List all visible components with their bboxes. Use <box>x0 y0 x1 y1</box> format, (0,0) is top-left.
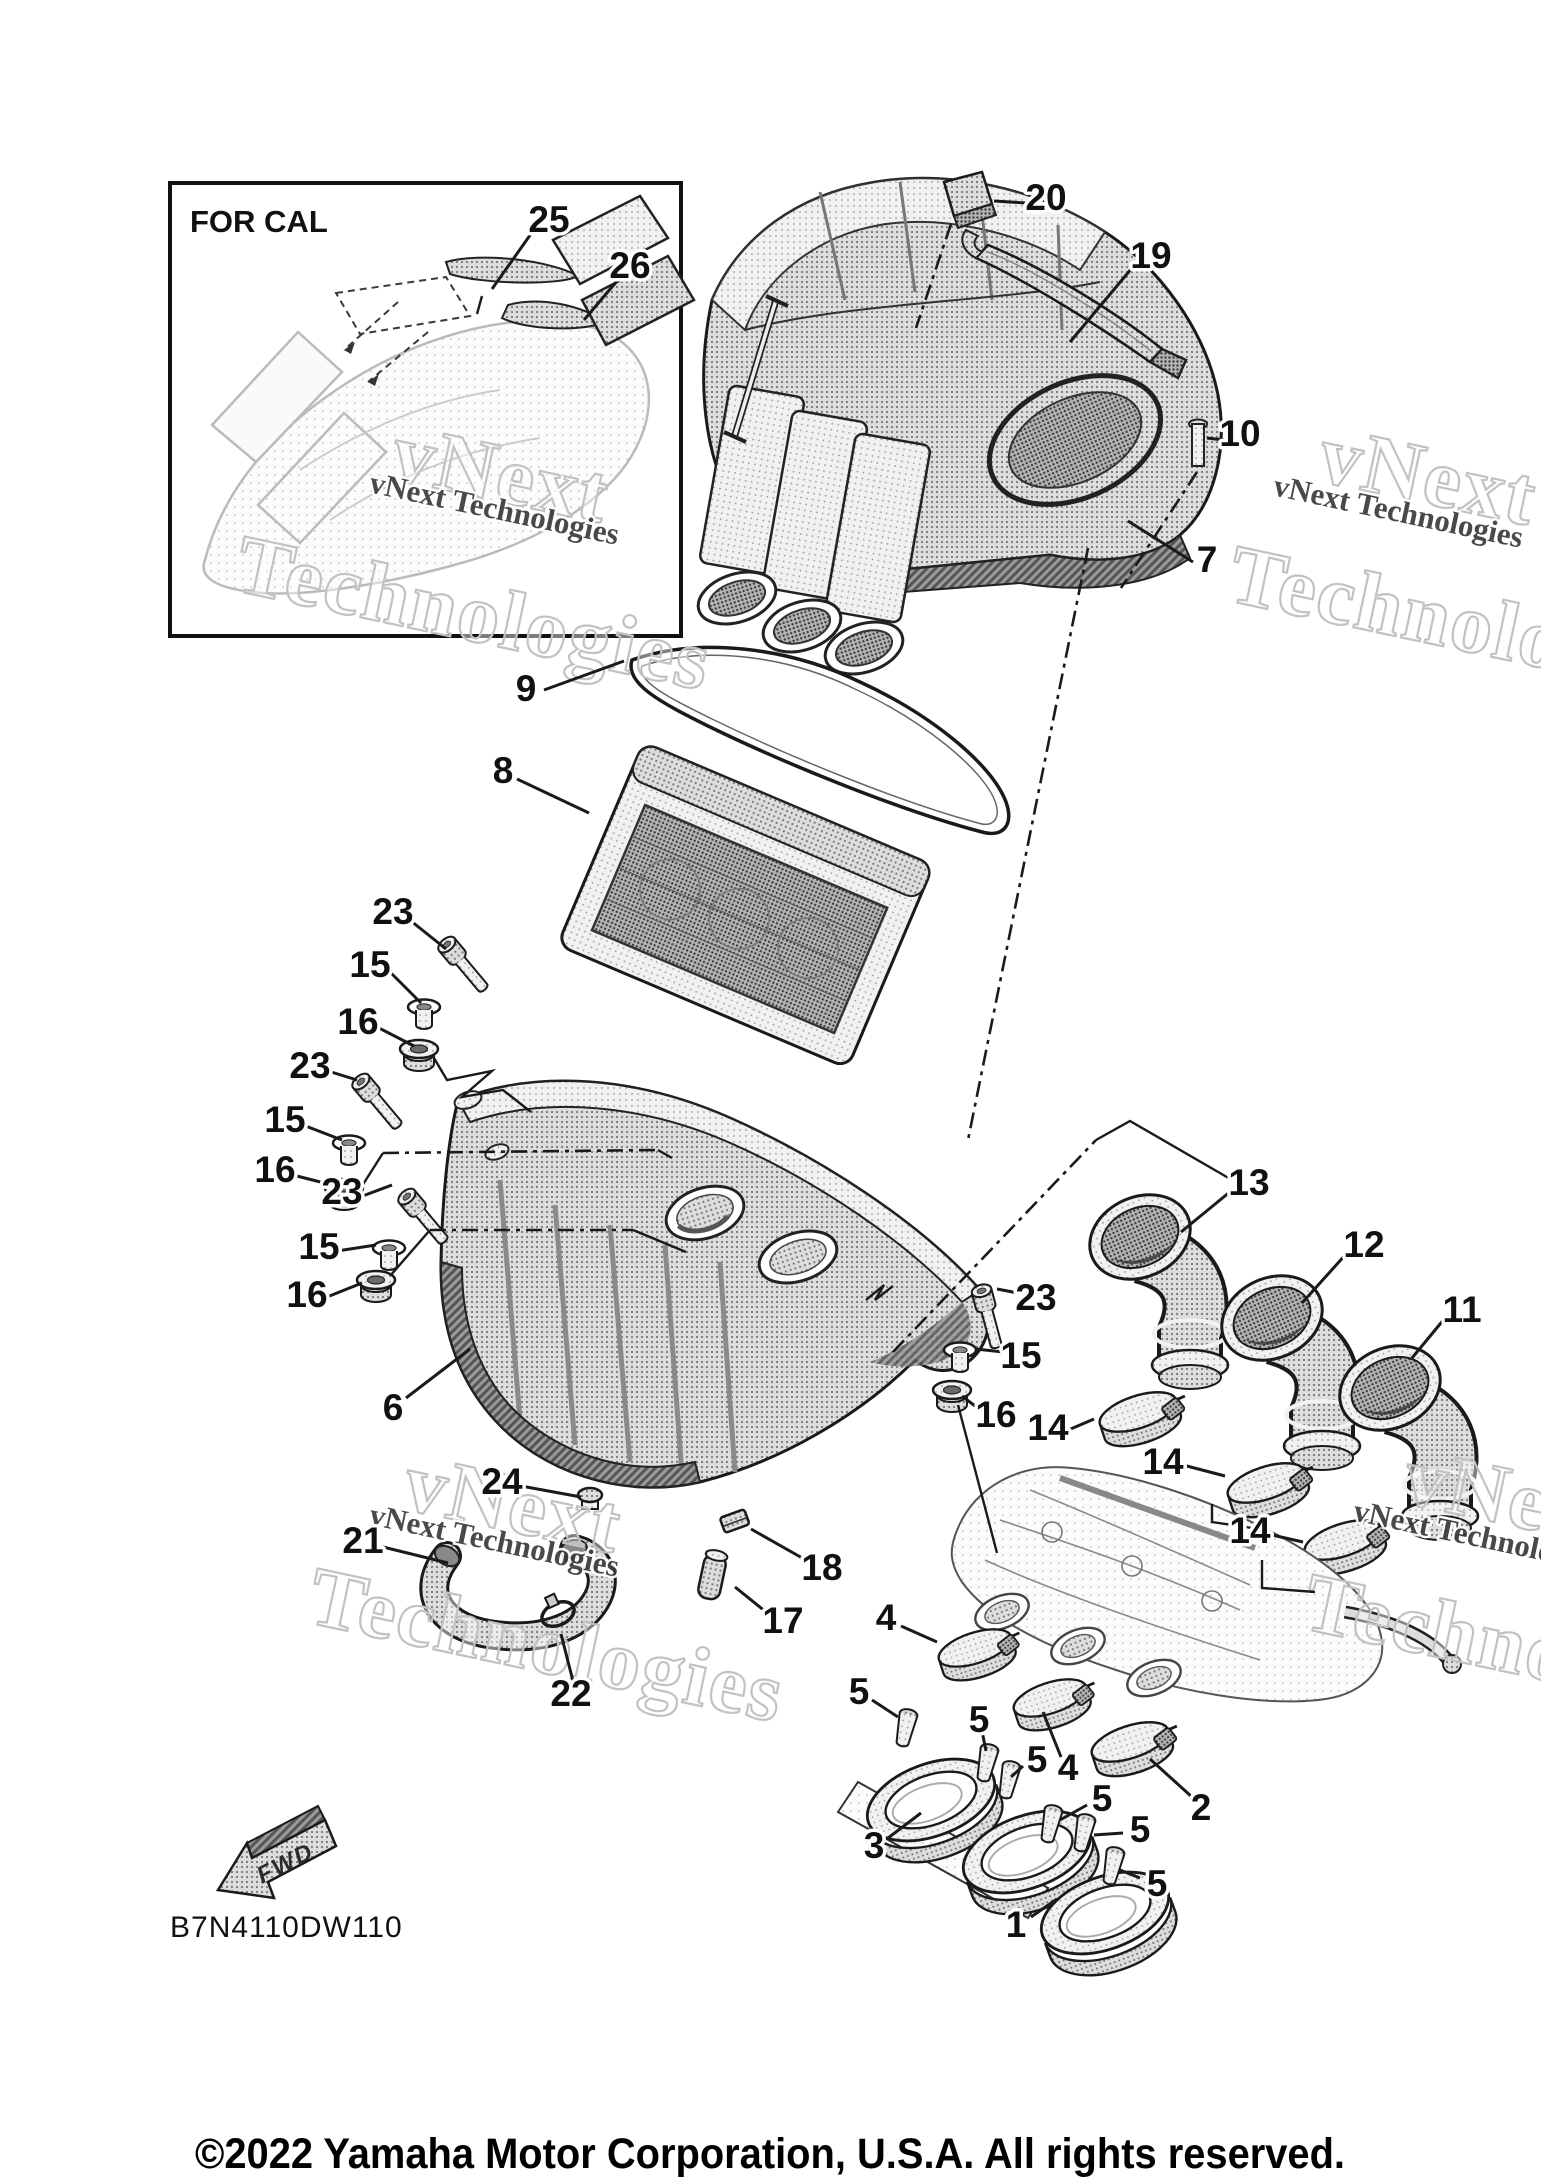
clip-plate-20 <box>942 170 998 230</box>
fastener-set-a <box>398 932 494 1073</box>
copyright-text: ©2022 Yamaha Motor Corporation, U.S.A. A… <box>195 2130 1345 2178</box>
drawing-code: B7N4110DW110 <box>170 1911 403 1944</box>
callout-1: 1 <box>1006 1904 1027 1945</box>
callout-5: 5 <box>1092 1778 1113 1819</box>
callout-17: 17 <box>762 1600 803 1641</box>
callout-22: 22 <box>550 1673 591 1714</box>
callout-3: 3 <box>864 1825 885 1866</box>
callout-16: 16 <box>337 1001 378 1042</box>
clamp-2 <box>1085 1708 1192 1786</box>
callout-16: 16 <box>975 1394 1016 1435</box>
callout-8: 8 <box>493 750 514 791</box>
callout-16: 16 <box>286 1274 327 1315</box>
callout-26: 26 <box>609 245 650 286</box>
callout-25: 25 <box>528 199 569 240</box>
callout-14: 14 <box>1229 1510 1271 1551</box>
throttle-body <box>950 1466 1462 1703</box>
callout-6: 6 <box>383 1387 404 1428</box>
callout-4: 4 <box>1058 1747 1079 1788</box>
callout-5: 5 <box>849 1671 870 1712</box>
callout-14: 14 <box>1142 1441 1184 1482</box>
callout-10: 10 <box>1219 413 1260 454</box>
callout-21: 21 <box>342 1520 383 1561</box>
air-cleaner-case-top <box>551 176 1223 676</box>
callout-4: 4 <box>876 1597 897 1638</box>
gasket-9 <box>629 645 1011 836</box>
clip-18 <box>719 1508 751 1534</box>
funnel-joint-3 <box>836 1741 1112 1932</box>
callout-23: 23 <box>289 1045 330 1086</box>
intake-joint-12 <box>1208 1260 1360 1470</box>
callout-5: 5 <box>1130 1809 1151 1850</box>
callout-5: 5 <box>1027 1739 1048 1780</box>
watermark-right-top: vNext Technologies vNext Technologies <box>1220 407 1541 721</box>
hose-clamp-22 <box>540 1592 576 1629</box>
callout-23: 23 <box>372 891 413 932</box>
callout-15: 15 <box>264 1099 305 1140</box>
svg-text:Technologies: Technologies <box>1296 1556 1541 1747</box>
callout-18: 18 <box>801 1547 842 1588</box>
air-cleaner-case-bottom <box>439 1079 991 1489</box>
callout-12: 12 <box>1343 1224 1384 1265</box>
callout-15: 15 <box>298 1226 339 1267</box>
inset-title: FOR CAL <box>190 204 328 239</box>
bolt-5c <box>994 1758 1023 1802</box>
parts-layer: FOR CAL <box>168 170 1478 1993</box>
bolt-5a <box>891 1706 920 1750</box>
bracket-strip-19 <box>961 228 1188 380</box>
callout-5: 5 <box>969 1699 990 1740</box>
callout-7: 7 <box>1197 539 1218 580</box>
nut-24 <box>576 1486 604 1510</box>
clamp-4b <box>1007 1666 1109 1740</box>
callout-23: 23 <box>1015 1277 1056 1318</box>
callout-11: 11 <box>1442 1289 1481 1330</box>
callout-23: 23 <box>321 1171 362 1212</box>
leader-lines <box>292 199 1447 1919</box>
callout-2: 2 <box>1191 1787 1212 1828</box>
filter-element-8 <box>560 745 931 1066</box>
callout-5: 5 <box>1147 1863 1168 1904</box>
fastener-set-c <box>355 1184 454 1304</box>
callout-20: 20 <box>1025 177 1066 218</box>
callout-layer: 2526201910798231516231516231516623151613… <box>251 174 1485 1949</box>
fwd-arrow: FWD <box>215 1804 338 1900</box>
screw-10 <box>1188 418 1208 467</box>
callout-24: 24 <box>481 1461 523 1502</box>
callout-19: 19 <box>1130 235 1171 276</box>
callout-9: 9 <box>516 668 537 709</box>
watermark-right-bottom: vNext Technologies vNext Technologies <box>1295 1429 1541 1749</box>
callout-15: 15 <box>1000 1335 1041 1376</box>
callout-16: 16 <box>254 1149 295 1190</box>
spacer-17 <box>697 1549 729 1601</box>
callout-14: 14 <box>1027 1407 1069 1448</box>
callout-15: 15 <box>349 944 390 985</box>
callout-13: 13 <box>1228 1162 1269 1203</box>
svg-text:Technologies: Technologies <box>1221 528 1541 719</box>
